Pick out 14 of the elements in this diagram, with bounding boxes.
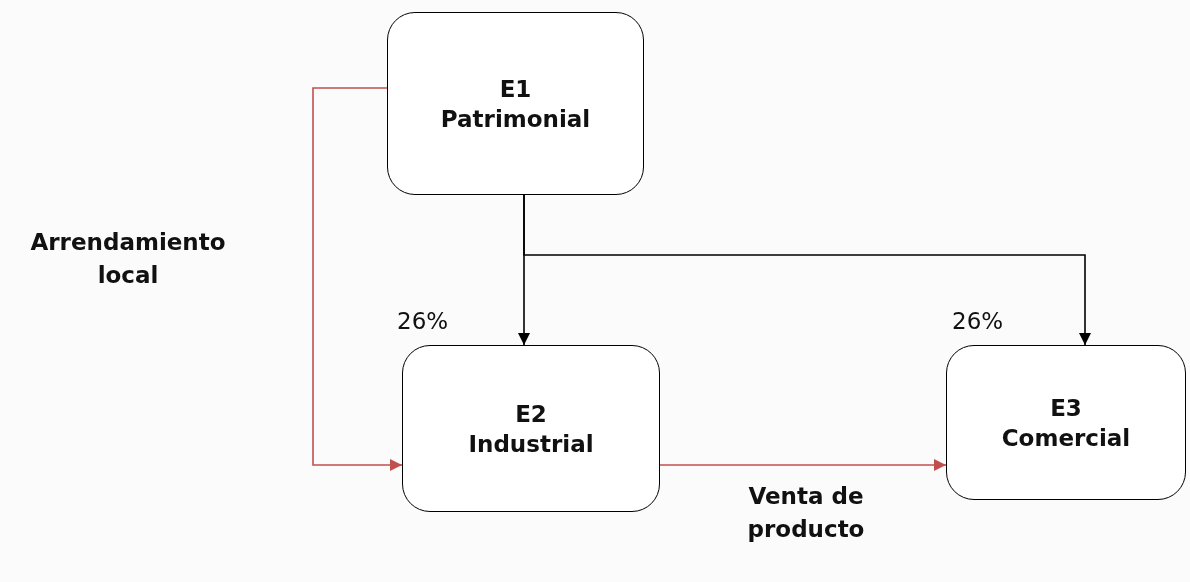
entity-box <box>946 345 1186 500</box>
entity-label: Comercial <box>1001 424 1131 451</box>
percentage-label: 26% <box>952 308 1004 334</box>
percentage-label: 26% <box>397 308 449 334</box>
entity-box <box>402 345 660 512</box>
entity-label: E2 <box>515 400 547 427</box>
arrow <box>523 194 1091 346</box>
entity-label: E1 <box>499 75 532 102</box>
entity-label: Industrial <box>468 430 594 457</box>
entity-label: E3 <box>1050 394 1082 421</box>
entity-label: Patrimonial <box>440 105 591 132</box>
entity-box <box>387 12 644 195</box>
arrow <box>312 87 403 471</box>
arrow <box>659 459 947 471</box>
